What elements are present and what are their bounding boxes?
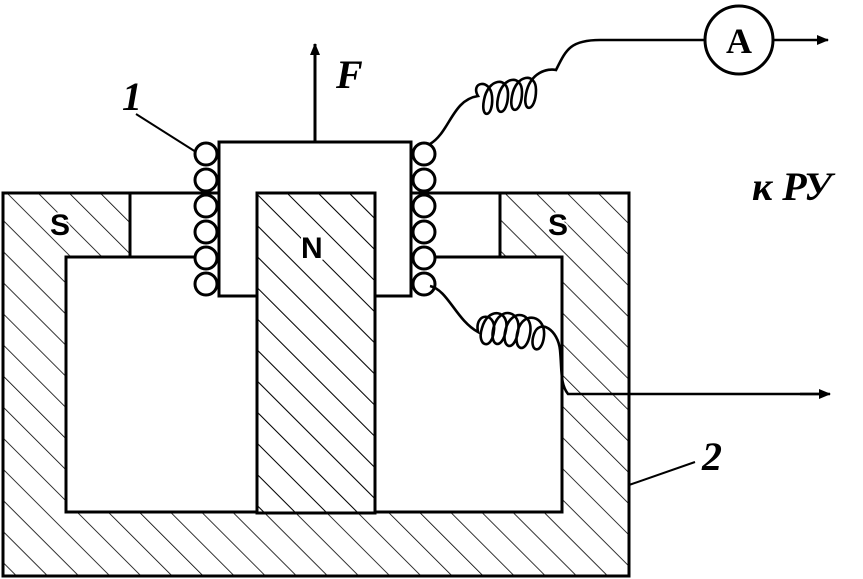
- ammeter-label: A: [726, 21, 752, 61]
- magnet-leader-line: [628, 461, 696, 486]
- pole-center-label: N: [301, 232, 323, 265]
- coil-frame: [217, 140, 413, 298]
- coil-windings-left: [193, 141, 219, 297]
- central-pole: [255, 191, 377, 515]
- coil-windings-right: [411, 141, 437, 297]
- pole-left-label: S: [50, 209, 70, 242]
- magnet-marker-label: 2: [701, 434, 722, 479]
- output-label: к РУ: [752, 164, 836, 209]
- lower-lead-wire: [429, 284, 828, 396]
- pole-right-label: S: [548, 209, 568, 242]
- upper-lead-wire: [429, 38, 705, 146]
- force-label: F: [335, 52, 363, 97]
- coil-marker-label: 1: [122, 74, 142, 119]
- coil-leader-line: [135, 113, 197, 153]
